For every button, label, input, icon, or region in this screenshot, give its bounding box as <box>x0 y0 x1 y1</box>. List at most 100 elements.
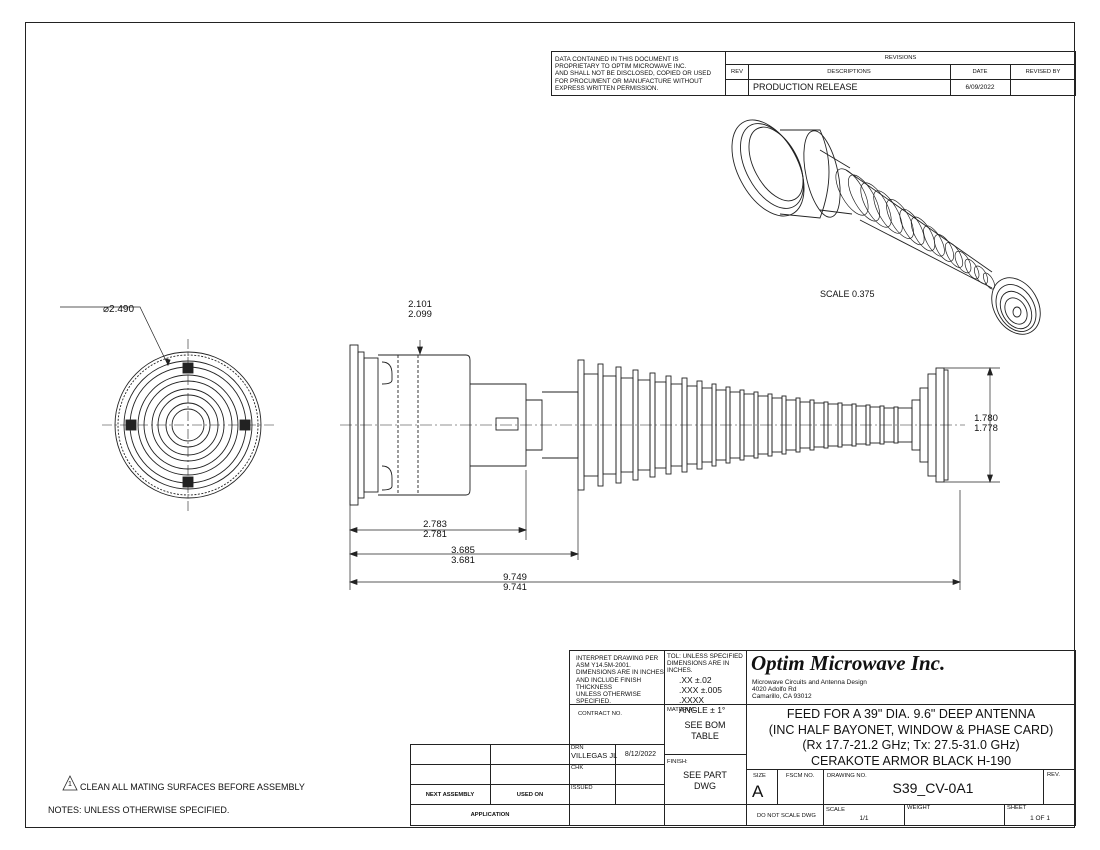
next-assembly-label: NEXT ASSEMBLY <box>425 792 475 798</box>
rev-divider <box>725 64 1076 65</box>
scale-note: SCALE 0.375 <box>820 289 875 299</box>
company-name: Optim Microwave Inc. <box>751 651 946 675</box>
rev-row-description: PRODUCTION RELEASE <box>753 82 858 92</box>
scale-label: SCALE <box>826 807 846 813</box>
used-on-label: USED ON <box>516 792 544 798</box>
dim-upper: 2.783 <box>423 519 447 530</box>
note-flag-icon: 1 <box>62 775 78 791</box>
title-line: CERAKOTE ARMOR BLACK H-190 <box>810 753 1012 768</box>
tolerance-xxx: .XXX ±.005 <box>679 684 722 695</box>
proprietary-notice: DATA CONTAINED IN THIS DOCUMENT IS PROPR… <box>555 56 725 92</box>
drawing-no-label: DRAWING NO. <box>827 773 867 779</box>
notes-header: NOTES: UNLESS OTHERWISE SPECIFIED. <box>48 805 230 815</box>
drawing-title: FEED FOR A 39" DIA. 9.6" DEEP ANTENNA (I… <box>746 707 1076 769</box>
tolerance-angle: ANGLE ± 1° <box>679 704 726 715</box>
dim-lower: 2.781 <box>423 529 447 540</box>
company-line: Camarillo, CA 93012 <box>752 693 812 701</box>
drawing-border <box>25 22 1075 828</box>
dim-upper: 2.101 <box>408 299 432 310</box>
desc-col-header: DESCRIPTIONS <box>827 69 871 75</box>
tolerance-xxxx: .XXXX <box>679 694 705 705</box>
diameter-value: 2.490 <box>109 304 135 315</box>
company-line: Microwave Circuits and Antenna Design <box>752 679 867 686</box>
side-view <box>340 340 1000 590</box>
drawn-by: VILLEGAS JL <box>571 751 618 760</box>
finish-label: FINISH: <box>667 759 688 765</box>
notice-frame <box>551 51 726 96</box>
diameter-icon: ⌀ <box>103 304 110 315</box>
end-view <box>60 306 274 511</box>
company-line: 4020 Adolfo Rd <box>752 686 797 694</box>
interpret-note: INTERPRET DRAWING PER ASM Y14.5M-2001. D… <box>576 655 666 705</box>
sheet-label: SHEET <box>1007 805 1027 811</box>
finish-line: SEE PART <box>683 770 727 780</box>
dim-upper: 3.685 <box>451 545 475 556</box>
notice-line: AND SHALL NOT BE DISCLOSED, COPIED OR US… <box>555 70 712 78</box>
tolerance-header: TOL: UNLESS SPECIFIED <box>667 653 743 660</box>
do-not-scale: DO NOT SCALE DWG <box>757 813 816 819</box>
application-label: APPLICATION <box>470 812 510 818</box>
title-line: (Rx 17.7-21.2 GHz; Tx: 27.5-31.0 GHz) <box>802 738 1020 752</box>
rev-col-header: REV <box>731 69 743 75</box>
title-line: FEED FOR A 39" DIA. 9.6" DEEP ANTENNA <box>786 707 1036 721</box>
dim-overall-length: 9.749 9.741 <box>490 573 540 593</box>
tolerance-block: TOL: UNLESS SPECIFIED DIMENSIONS ARE IN … <box>667 653 747 715</box>
finish-value: SEE PART DWG <box>664 770 746 792</box>
rev-divider <box>725 79 1076 80</box>
rev-divider <box>748 64 749 96</box>
dim-length-1: 2.101 2.099 <box>395 300 445 320</box>
size-label: SIZE <box>753 773 766 779</box>
fscm-label: FSCM NO. <box>786 773 815 779</box>
rev-divider <box>1010 64 1011 96</box>
finish-line: DWG <box>694 781 716 791</box>
company-address: Microwave Circuits and Antenna Design 40… <box>752 679 867 701</box>
dim-lower: 1.778 <box>974 423 998 434</box>
isometric-view <box>731 119 1041 335</box>
size-value: A <box>752 782 764 801</box>
weight-label: WEIGHT <box>907 805 931 811</box>
tolerance-xx: .XX ±.02 <box>679 674 712 685</box>
dim-lower: 2.099 <box>408 309 432 320</box>
tolerance-header: DIMENSIONS ARE IN INCHES. <box>667 660 730 675</box>
interpret-line: DIMENSIONS ARE IN INCHES <box>576 669 664 677</box>
material-value: SEE BOM TABLE <box>664 720 746 742</box>
notice-line: DATA CONTAINED IN THIS DOCUMENT IS <box>555 56 679 63</box>
notice-line: PROPRIETARY TO OPTIM MICROWAVE INC. <box>555 63 687 71</box>
revisions-frame <box>725 51 1076 96</box>
revisions-title: REVISIONS <box>884 55 917 61</box>
dim-length-3: 3.685 3.681 <box>438 546 488 566</box>
drawing-number: S39_CV-0A1 <box>892 780 974 796</box>
title-block-frame <box>569 650 1076 826</box>
notice-line: FOR PROCUMENT OR MANUFACTURE WITHOUT <box>555 77 703 85</box>
note-flag-number: 1 <box>68 781 72 788</box>
rev-row-date: 6/09/2022 <box>965 84 995 91</box>
material-line: SEE BOM <box>684 720 726 730</box>
interpret-line: AND INCLUDE FINISH <box>576 676 642 684</box>
date-col-header: DATE <box>972 69 988 75</box>
sheet-value: 1 OF 1 <box>1030 815 1050 822</box>
interpret-line: THICKNESS <box>576 683 613 691</box>
rev-divider <box>950 64 951 96</box>
dim-lower: 9.741 <box>503 582 527 593</box>
material-line: TABLE <box>691 731 719 741</box>
issued-label: ISSUED <box>571 785 593 791</box>
title-line: (INC HALF BAYONET, WINDOW & PHASE CARD) <box>768 722 1054 737</box>
dim-upper: 1.780 <box>974 413 998 424</box>
dim-upper: 9.749 <box>503 572 527 583</box>
rev-label: REV. <box>1047 772 1060 778</box>
chk-label: CHK <box>571 765 584 771</box>
revised-by-col-header: REVISED BY <box>1025 69 1061 75</box>
interpret-line: ASM Y14.5M-2001. <box>576 662 631 670</box>
dim-lower: 3.681 <box>451 555 475 566</box>
notice-line: EXPRESS WRITTEN PERMISSION. <box>555 84 659 92</box>
material-label: MATERIAL: <box>667 707 698 713</box>
note-1: CLEAN ALL MATING SURFACES BEFORE ASSEMBL… <box>80 782 305 792</box>
scale-value: 1/1 <box>859 815 869 822</box>
dim-aperture: 1.780 1.778 <box>966 414 1006 434</box>
diameter-dim: ⌀2.490 <box>103 304 134 315</box>
dim-length-2: 2.783 2.781 <box>410 520 460 540</box>
drn-label: DRN <box>571 745 584 751</box>
drawn-date: 8/12/2022 <box>624 751 657 758</box>
contract-label: CONTRACT NO. <box>578 711 623 717</box>
interpret-line: INTERPRET DRAWING PER <box>576 655 659 662</box>
